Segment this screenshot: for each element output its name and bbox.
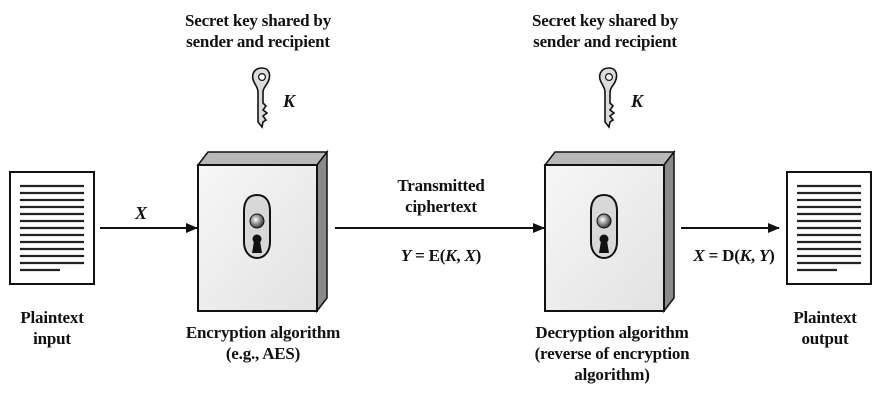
plaintext-input-label-line-1: Plaintext [20, 308, 84, 327]
plaintext-output-label: Plaintext output [778, 307, 872, 349]
transmitted-label-line-2: ciphertext [405, 197, 477, 216]
decryption-lock-icon [590, 193, 618, 260]
plaintext-input-label: Plaintext input [2, 307, 102, 349]
decryption-label-line-1: Decryption algorithm [535, 323, 689, 342]
decryption-label-line-3: algorithm) [574, 365, 650, 384]
encryption-key-variable: K [283, 91, 295, 111]
decryption-key-caption: Secret key shared by sender and recipien… [530, 10, 680, 52]
decryption-key-variable: K [631, 91, 643, 111]
plaintext-output-document-icon [786, 171, 872, 285]
encryption-algorithm-label: Encryption algorithm (e.g., AES) [168, 322, 358, 364]
decryption-key-caption-line-1: Secret key shared by [531, 11, 678, 30]
plaintext-input-document-icon [9, 171, 95, 285]
encryption-key-caption-line-2: sender and recipient [186, 32, 330, 51]
input-variable-x: X [135, 203, 147, 223]
encryption-key-icon [251, 67, 271, 129]
decryption-label-line-2: (reverse of encryption [534, 344, 690, 363]
encryption-label-line-2: (e.g., AES) [225, 344, 301, 363]
plaintext-input-label-line-2: input [33, 329, 71, 348]
decryption-key-icon [598, 67, 618, 129]
decryption-key-caption-line-2: sender and recipient [533, 32, 677, 51]
transmitted-label-line-1: Transmitted [397, 176, 485, 195]
plaintext-formula: X = D(K, Y) [693, 246, 775, 265]
transmitted-ciphertext-label: Transmitted ciphertext [386, 175, 496, 217]
encryption-lock-icon [243, 193, 271, 260]
ciphertext-formula: Y = E(K, X) [400, 246, 482, 265]
encryption-key-caption: Secret key shared by sender and recipien… [183, 10, 333, 52]
encryption-key-caption-line-1: Secret key shared by [184, 11, 331, 30]
decryption-algorithm-label: Decryption algorithm (reverse of encrypt… [512, 322, 712, 385]
encryption-label-line-1: Encryption algorithm [185, 323, 341, 342]
plaintext-output-label-line-2: output [801, 329, 849, 348]
plaintext-output-label-line-1: Plaintext [793, 308, 857, 327]
